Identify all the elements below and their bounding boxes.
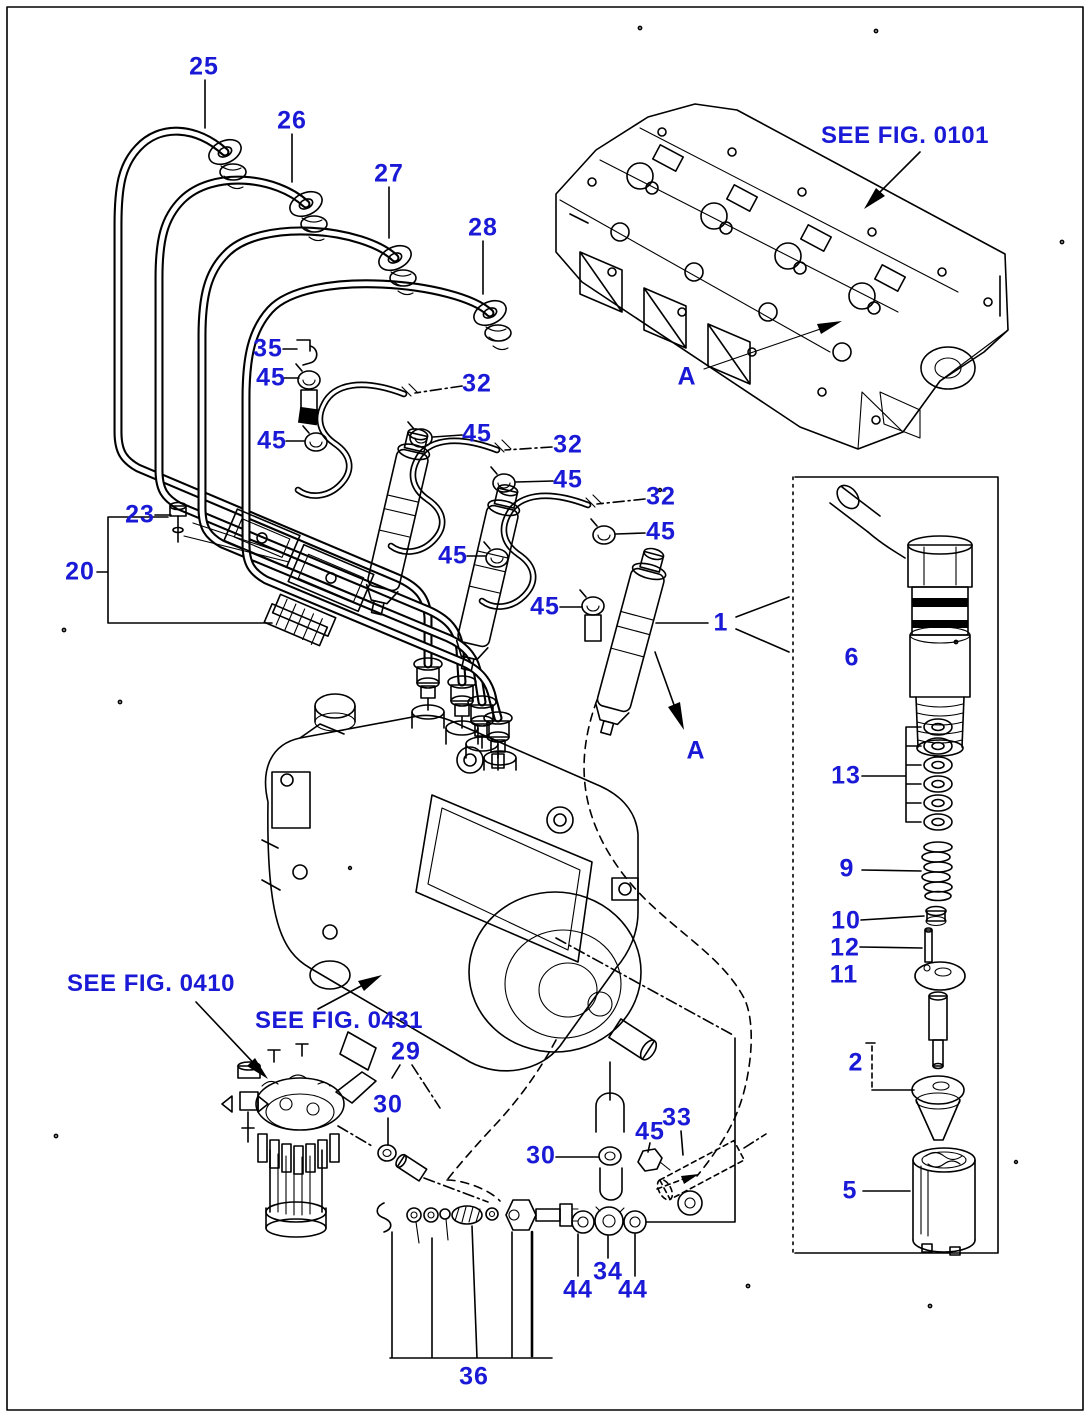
cylinder-head-drawing	[555, 103, 1009, 450]
part-callout-30a[interactable]: 30	[373, 1090, 403, 1119]
part-callout-26[interactable]: 26	[277, 106, 307, 135]
gasket-30b	[598, 1146, 622, 1166]
figure-reference-fig0431[interactable]: SEE FIG. 0431	[255, 1007, 423, 1034]
injection-pump-drawing	[261, 693, 658, 1072]
part-callout-45g[interactable]: 45	[530, 592, 560, 621]
part-10-shim	[925, 905, 947, 927]
gasket-30a	[377, 1144, 397, 1162]
part-callout-35[interactable]: 35	[253, 334, 283, 363]
part-callout-32a[interactable]: 32	[462, 369, 492, 398]
page-border	[6, 6, 1084, 1411]
sleeve-29	[395, 1153, 428, 1182]
part-callout-13[interactable]: 13	[831, 761, 861, 790]
part-callout-25[interactable]: 25	[189, 52, 219, 81]
eye-joint	[677, 1190, 703, 1216]
detail-box	[792, 476, 999, 1254]
part-9-spring	[921, 841, 953, 902]
reference-arrows	[195, 79, 921, 1079]
view-letter-a-bot: A	[686, 736, 706, 765]
part-callout-28[interactable]: 28	[468, 213, 498, 242]
part-callout-27[interactable]: 27	[374, 159, 404, 188]
part-callout-5[interactable]: 5	[842, 1176, 858, 1205]
part-11-seat	[914, 961, 966, 991]
part-callout-10[interactable]: 10	[831, 906, 861, 935]
figure-reference-fig0101[interactable]: SEE FIG. 0101	[821, 122, 989, 149]
nozzle-holder-exploded	[829, 484, 976, 1256]
part-callout-29[interactable]: 29	[391, 1037, 421, 1066]
part-callout-45b[interactable]: 45	[257, 426, 287, 455]
part-callout-11[interactable]: 11	[829, 960, 859, 989]
part-13-washers	[861, 718, 953, 831]
part-callout-45h[interactable]: 45	[635, 1117, 665, 1146]
part-callout-32c[interactable]: 32	[646, 482, 676, 511]
clamp-bolt	[169, 501, 187, 543]
pipe-33	[656, 1139, 746, 1201]
part-callout-2[interactable]: 2	[848, 1048, 864, 1077]
figure-reference-fig0410[interactable]: SEE FIG. 0410	[67, 970, 235, 997]
fuel-return-lines	[337, 699, 767, 1359]
view-letter-a-top: A	[677, 362, 697, 391]
part-callout-33[interactable]: 33	[662, 1103, 692, 1132]
part-callout-12[interactable]: 12	[830, 933, 860, 962]
part-callout-20[interactable]: 20	[65, 557, 95, 586]
loose-clamp-plates	[263, 593, 337, 647]
pipe-top-fittings	[208, 138, 512, 351]
part-callout-44a[interactable]: 44	[563, 1275, 593, 1304]
bolt-45h	[637, 1148, 671, 1172]
part-callout-45a[interactable]: 45	[256, 363, 286, 392]
part-6-holder	[829, 484, 973, 757]
part-5-retaining-nut	[912, 1147, 976, 1256]
part-callout-45f[interactable]: 45	[438, 541, 468, 570]
part-12-pin	[924, 927, 933, 963]
part-callout-30b[interactable]: 30	[526, 1141, 556, 1170]
part-callout-45e[interactable]: 45	[646, 517, 676, 546]
part-callout-32b[interactable]: 32	[553, 430, 583, 459]
part-callout-44b[interactable]: 44	[618, 1275, 648, 1304]
part-callout-36[interactable]: 36	[459, 1362, 489, 1391]
part-callout-34[interactable]: 34	[593, 1257, 623, 1286]
pipe-clamps	[96, 501, 375, 647]
part-callout-45d[interactable]: 45	[553, 465, 583, 494]
part-callout-6[interactable]: 6	[844, 643, 860, 672]
fuel-filter-drawing	[221, 1043, 377, 1238]
hardware-row	[376, 1199, 647, 1359]
pipe-bottom-fittings	[413, 657, 513, 771]
part-callout-23[interactable]: 23	[125, 500, 155, 529]
scan-noise	[53, 25, 1065, 1309]
part-callout-9[interactable]: 9	[839, 854, 855, 883]
part-callout-45c[interactable]: 45	[462, 419, 492, 448]
injection-pipes	[113, 126, 513, 771]
injectors	[365, 428, 790, 736]
part-callout-1[interactable]: 1	[713, 608, 729, 637]
